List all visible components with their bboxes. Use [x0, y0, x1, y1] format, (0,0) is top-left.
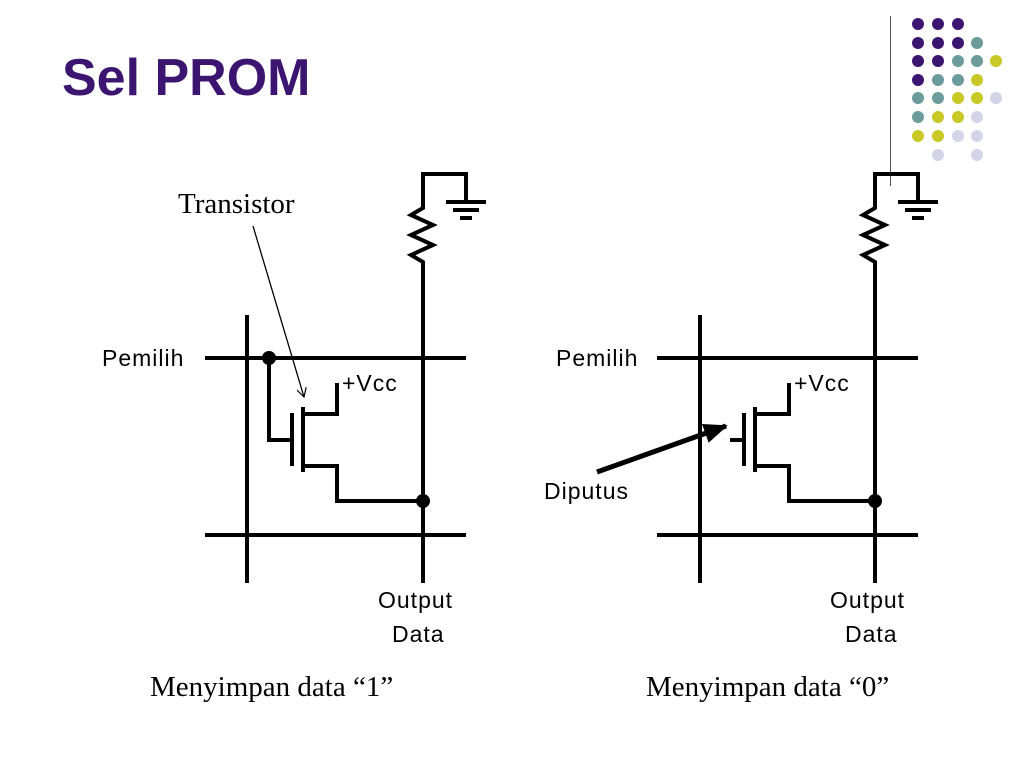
left-ground-icon	[446, 200, 486, 220]
decorative-dot-grid	[912, 18, 1002, 161]
right-disconnected-label: Diputus	[544, 478, 629, 504]
left-supply-label: +Vcc	[342, 370, 398, 396]
left-row-label: Pemilih	[102, 345, 184, 371]
right-ground-icon	[898, 200, 938, 220]
right-supply-label: +Vcc	[794, 370, 850, 396]
title-divider-line	[890, 16, 891, 186]
right-transistor-icon	[730, 383, 875, 503]
left-caption: Menyimpan data “1”	[150, 671, 393, 703]
right-prom-cell: Pemilih +Vcc Diputus Output Data Menyimp…	[544, 172, 938, 703]
left-prom-cell: Pemilih +Vcc Transistor Output Data Meny…	[102, 172, 486, 703]
right-row-label: Pemilih	[556, 345, 638, 371]
right-caption: Menyimpan data “0”	[646, 671, 889, 703]
left-output-label: Output	[378, 587, 453, 613]
left-transistor-label: Transistor	[178, 188, 295, 220]
left-transistor-pointer-arrow	[252, 225, 304, 397]
left-transistor-icon	[267, 358, 423, 503]
right-disconnected-pointer-arrow	[596, 423, 728, 475]
right-data-label: Data	[845, 621, 898, 647]
right-resistor-icon	[858, 172, 920, 280]
slide-title: Sel PROM	[62, 49, 311, 107]
left-data-label: Data	[392, 621, 445, 647]
right-output-label: Output	[830, 587, 905, 613]
left-resistor-icon	[406, 172, 468, 280]
